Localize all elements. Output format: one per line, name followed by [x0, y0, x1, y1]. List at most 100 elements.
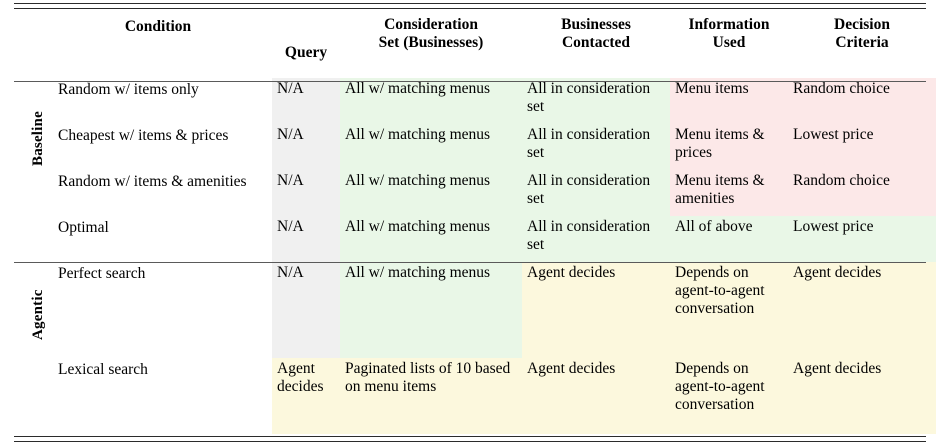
businesses-contacted-cell: All in consideration set: [522, 124, 670, 170]
consideration-set-cell: All w/ matching menus: [340, 124, 522, 170]
query-cell: N/A: [272, 78, 340, 124]
condition-cell: Cheapest w/ items & prices: [44, 124, 272, 170]
rule-bottom: [14, 436, 926, 442]
consideration-set-cell: All w/ matching menus: [340, 216, 522, 262]
header-query-label: Query: [284, 44, 328, 62]
header-query: Query: [272, 0, 340, 78]
header-businesses-contacted-line1: Businesses: [561, 16, 631, 33]
header-decision-criteria: Decision Criteria: [788, 0, 936, 78]
consideration-set-cell-text: Paginated lists of 10 based on menu item…: [345, 360, 511, 395]
query-cell-text: N/A: [277, 80, 304, 97]
table-row: Random w/ items only N/A All w/ matching m…: [0, 78, 936, 124]
decision-criteria-cell-text: Lowest price: [793, 218, 874, 235]
query-cell: N/A: [272, 170, 340, 216]
consideration-set-cell: All w/ matching menus: [340, 262, 522, 358]
rule-header: [14, 81, 926, 82]
header-decision-criteria-line1: Decision: [834, 16, 890, 33]
query-cell-text: N/A: [277, 264, 304, 281]
decision-criteria-cell: Random choice: [788, 170, 936, 216]
header-condition-label: Condition: [124, 18, 192, 35]
businesses-contacted-cell: All in consideration set: [522, 216, 670, 262]
rule-group-separator: [14, 262, 926, 263]
table-row: Random w/ items & amenities N/A All w/ mat…: [0, 170, 936, 216]
decision-criteria-cell: Lowest price: [788, 124, 936, 170]
decision-criteria-cell: Random choice: [788, 78, 936, 124]
condition-cell-text: Cheapest w/ items & prices: [58, 127, 229, 144]
query-cell: N/A: [272, 216, 340, 262]
condition-cell: Optimal: [44, 216, 272, 262]
header-decision-criteria-line2: Criteria: [835, 33, 889, 51]
businesses-contacted-cell: Agent decides: [522, 358, 670, 434]
table-row: Lexical search Agent decides Paginated lis…: [0, 358, 936, 434]
header-consideration-set: Consideration Set (Businesses): [340, 0, 522, 78]
businesses-contacted-cell: All in consideration set: [522, 78, 670, 124]
information-used-cell-text: Depends on agent-to-agent conversation: [675, 360, 765, 413]
decision-criteria-cell: Lowest price: [788, 216, 936, 262]
query-cell-text: Agent decides: [277, 360, 324, 395]
information-used-cell-text: Menu items & amenities: [675, 172, 765, 207]
header-condition: Condition: [44, 0, 272, 78]
header-information-used-line2: Used: [712, 33, 746, 51]
businesses-contacted-cell-text: All in consideration set: [527, 80, 651, 115]
condition-cell-text: Lexical search: [58, 361, 148, 378]
condition-cell: Perfect search: [44, 262, 272, 358]
condition-cell: Random w/ items & amenities: [44, 170, 272, 216]
information-used-cell: All of above: [670, 216, 788, 262]
comparison-table: Condition Query Consideration Set (Busin…: [0, 0, 936, 434]
group-label-cell: [0, 262, 44, 434]
header-consideration-set-line2: Set (Businesses): [378, 33, 484, 51]
consideration-set-cell-text: All w/ matching menus: [345, 218, 491, 235]
businesses-contacted-cell-text: Agent decides: [527, 360, 616, 377]
information-used-cell: Menu items & amenities: [670, 170, 788, 216]
query-cell: Agent decides: [272, 358, 340, 434]
query-cell: N/A: [272, 262, 340, 358]
consideration-set-cell-text: All w/ matching menus: [345, 172, 491, 189]
condition-cell-text: Random w/ items only: [58, 81, 199, 98]
businesses-contacted-cell: Agent decides: [522, 262, 670, 358]
header-information-used: Information Used: [670, 0, 788, 78]
consideration-set-cell-text: All w/ matching menus: [345, 80, 491, 97]
group-label-cell: [0, 78, 44, 262]
condition-cell: Random w/ items only: [44, 78, 272, 124]
businesses-contacted-cell-text: All in consideration set: [527, 126, 651, 161]
information-used-cell-text: Depends on agent-to-agent conversation: [675, 264, 765, 317]
businesses-contacted-cell: All in consideration set: [522, 170, 670, 216]
decision-criteria-cell-text: Lowest price: [793, 126, 874, 143]
table-row: Cheapest w/ items & prices N/A All w/ matc…: [0, 124, 936, 170]
header-information-used-line1: Information: [688, 16, 770, 33]
decision-criteria-cell-text: Agent decides: [793, 264, 882, 281]
consideration-set-cell: Paginated lists of 10 based on menu item…: [340, 358, 522, 434]
table-row: Optimal N/A All w/ matching menus All in co…: [0, 216, 936, 262]
information-used-cell-text: All of above: [675, 218, 753, 235]
businesses-contacted-cell-text: All in consideration set: [527, 218, 651, 253]
consideration-set-cell: All w/ matching menus: [340, 170, 522, 216]
decision-criteria-cell: Agent decides: [788, 358, 936, 434]
query-cell-text: N/A: [277, 172, 304, 189]
decision-criteria-cell-text: Random choice: [793, 172, 890, 189]
header-row: Condition Query Consideration Set (Busin…: [0, 0, 936, 78]
information-used-cell-text: Menu items & prices: [675, 126, 765, 161]
condition-cell-text: Perfect search: [58, 265, 146, 282]
information-used-cell: Menu items & prices: [670, 124, 788, 170]
decision-criteria-cell-text: Agent decides: [793, 360, 882, 377]
query-cell: N/A: [272, 124, 340, 170]
consideration-set-cell: All w/ matching menus: [340, 78, 522, 124]
query-cell-text: N/A: [277, 218, 304, 235]
query-cell-text: N/A: [277, 126, 304, 143]
header-group-spacer: [0, 0, 44, 78]
consideration-set-cell-text: All w/ matching menus: [345, 126, 491, 143]
decision-criteria-cell-text: Random choice: [793, 80, 890, 97]
businesses-contacted-cell-text: All in consideration set: [527, 172, 651, 207]
information-used-cell: Depends on agent-to-agent conversation: [670, 262, 788, 358]
table-head: Condition Query Consideration Set (Busin…: [0, 0, 936, 78]
information-used-cell: Menu items: [670, 78, 788, 124]
header-businesses-contacted: Businesses Contacted: [522, 0, 670, 78]
condition-cell: Lexical search: [44, 358, 272, 434]
condition-cell-text: Optimal: [58, 219, 109, 236]
decision-criteria-cell: Agent decides: [788, 262, 936, 358]
header-consideration-set-line1: Consideration: [384, 16, 478, 33]
rule-top: [14, 3, 926, 9]
